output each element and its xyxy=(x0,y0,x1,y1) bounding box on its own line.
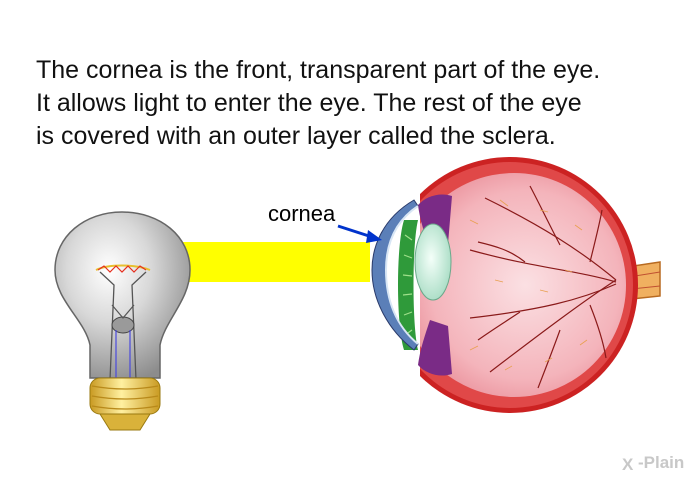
brand-logo: X -Plain xyxy=(622,453,684,474)
caption-line-3: is covered with an outer layer called th… xyxy=(36,122,556,150)
caption-line-2: It allows light to enter the eye. The re… xyxy=(36,89,582,117)
brand-x-mark: X xyxy=(622,455,634,474)
brand-text: -Plain xyxy=(638,453,684,472)
cornea-arrow xyxy=(337,224,382,243)
retina xyxy=(402,173,626,397)
light-beam xyxy=(180,242,385,282)
caption-text: The cornea is the front, transparent par… xyxy=(36,54,686,153)
eye-cross-section-icon xyxy=(370,157,661,413)
cornea-label: cornea xyxy=(268,201,336,226)
light-bulb-icon xyxy=(54,211,191,431)
lens xyxy=(414,223,452,301)
caption-line-1: The cornea is the front, transparent par… xyxy=(36,56,601,84)
